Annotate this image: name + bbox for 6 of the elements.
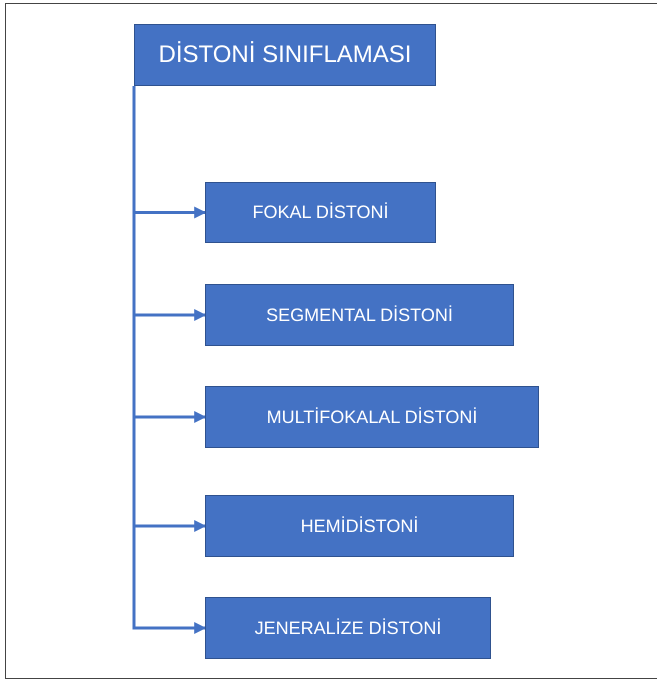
title-box: DİSTONİ SINIFLAMASI	[134, 24, 436, 86]
category-box: MULTİFOKALAL DİSTONİ	[205, 386, 539, 448]
category-box: HEMİDİSTONİ	[205, 495, 514, 557]
category-box: JENERALİZE DİSTONİ	[205, 597, 491, 659]
category-box: FOKAL DİSTONİ	[205, 182, 436, 243]
category-box: SEGMENTAL DİSTONİ	[205, 284, 514, 346]
